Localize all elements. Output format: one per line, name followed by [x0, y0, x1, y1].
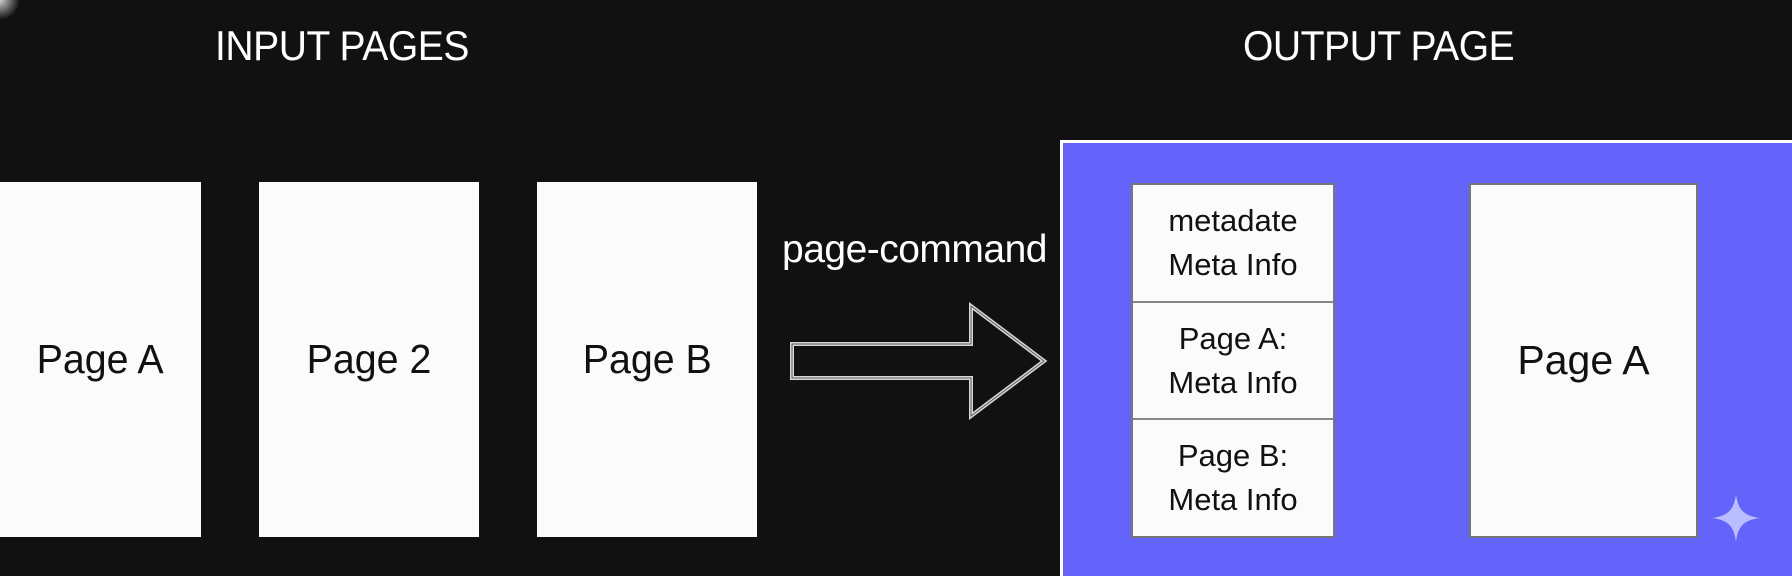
meta-cell-page-a: Page A: Meta Info	[1133, 303, 1333, 421]
meta-info-stack: metadate Meta Info Page A: Meta Info Pag…	[1131, 183, 1335, 538]
page-command-label: page-command	[782, 228, 1047, 271]
input-page-a: Page A	[0, 182, 201, 537]
meta-cell-subtitle: Meta Info	[1168, 482, 1298, 518]
meta-cell-subtitle: Meta Info	[1168, 364, 1298, 400]
output-page-label: Page A	[1517, 337, 1650, 383]
meta-cell-title: metadate	[1168, 202, 1298, 238]
right-arrow-icon	[790, 301, 1048, 421]
input-page-label: Page 2	[306, 336, 432, 382]
meta-cell-subtitle: Meta Info	[1168, 246, 1298, 282]
output-page-heading: OUTPUT PAGE	[1243, 22, 1515, 69]
meta-cell-page-b: Page B: Meta Info	[1133, 420, 1333, 536]
input-pages-heading: INPUT PAGES	[215, 22, 469, 69]
input-page-label: Page B	[582, 336, 712, 382]
sparkle-icon	[1712, 494, 1760, 542]
output-page-a: Page A	[1469, 183, 1698, 538]
meta-cell-title: Page A:	[1178, 320, 1288, 356]
meta-cell-metadate: metadate Meta Info	[1133, 185, 1333, 303]
meta-cell-title: Page B:	[1177, 438, 1289, 474]
input-page-2: Page 2	[259, 182, 479, 537]
input-page-b: Page B	[537, 182, 757, 537]
corner-glow	[0, 0, 20, 20]
input-page-label: Page A	[37, 336, 164, 382]
